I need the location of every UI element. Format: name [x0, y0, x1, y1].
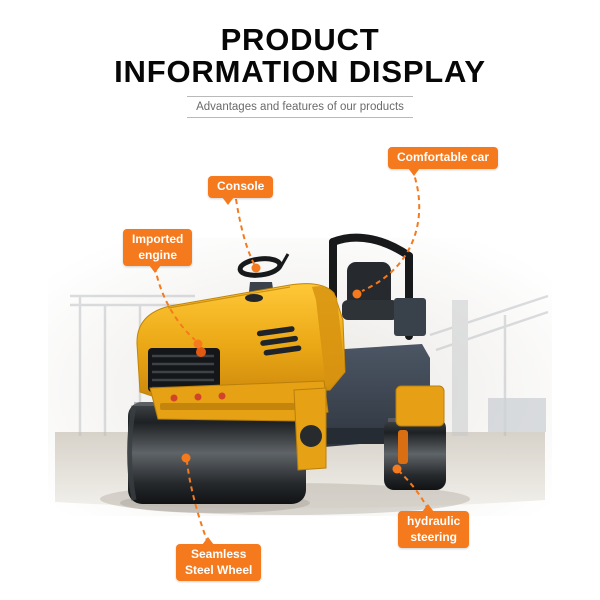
- callout-hydraulic-steering: hydraulic steering: [398, 503, 470, 549]
- title-line-1: PRODUCT: [220, 22, 380, 57]
- page-title: PRODUCT INFORMATION DISPLAY: [0, 24, 600, 87]
- callout-label-line-1: Imported: [132, 232, 184, 246]
- hood-light: [196, 347, 206, 357]
- callout-label-line-1: Seamless: [190, 547, 247, 561]
- callout-imported-engine: Imported engine: [123, 229, 193, 274]
- callout-console: Console: [208, 176, 274, 205]
- drum-hub: [300, 425, 322, 447]
- subtitle-text: Advantages and features of our products: [196, 101, 404, 114]
- callout-label-line-2: Steel Wheel: [185, 562, 253, 577]
- callout-label: Console: [217, 179, 265, 193]
- front-fender: [149, 380, 329, 471]
- divider-bottom: [187, 117, 413, 119]
- subtitle-block: Advantages and features of our products: [0, 96, 600, 119]
- rear-drum: [384, 385, 446, 490]
- steering-wheel: [237, 256, 283, 278]
- title-line-2: INFORMATION DISPLAY: [114, 53, 486, 89]
- header: PRODUCT INFORMATION DISPLAY Advantages a…: [0, 24, 600, 119]
- fuel-cap: [245, 294, 263, 302]
- callout-comfortable-car: Comfortable car: [388, 147, 499, 176]
- side-vents: [256, 326, 302, 356]
- callout-label-line-1: hydraulic: [407, 514, 461, 528]
- callout-label-line-2: steering: [410, 529, 458, 544]
- callout-label-line-2: engine: [138, 247, 177, 262]
- callout-seamless-steel-wheel: Seamless Steel Wheel: [176, 536, 262, 582]
- divider-top: [187, 96, 413, 98]
- callout-label: Comfortable car: [397, 150, 490, 164]
